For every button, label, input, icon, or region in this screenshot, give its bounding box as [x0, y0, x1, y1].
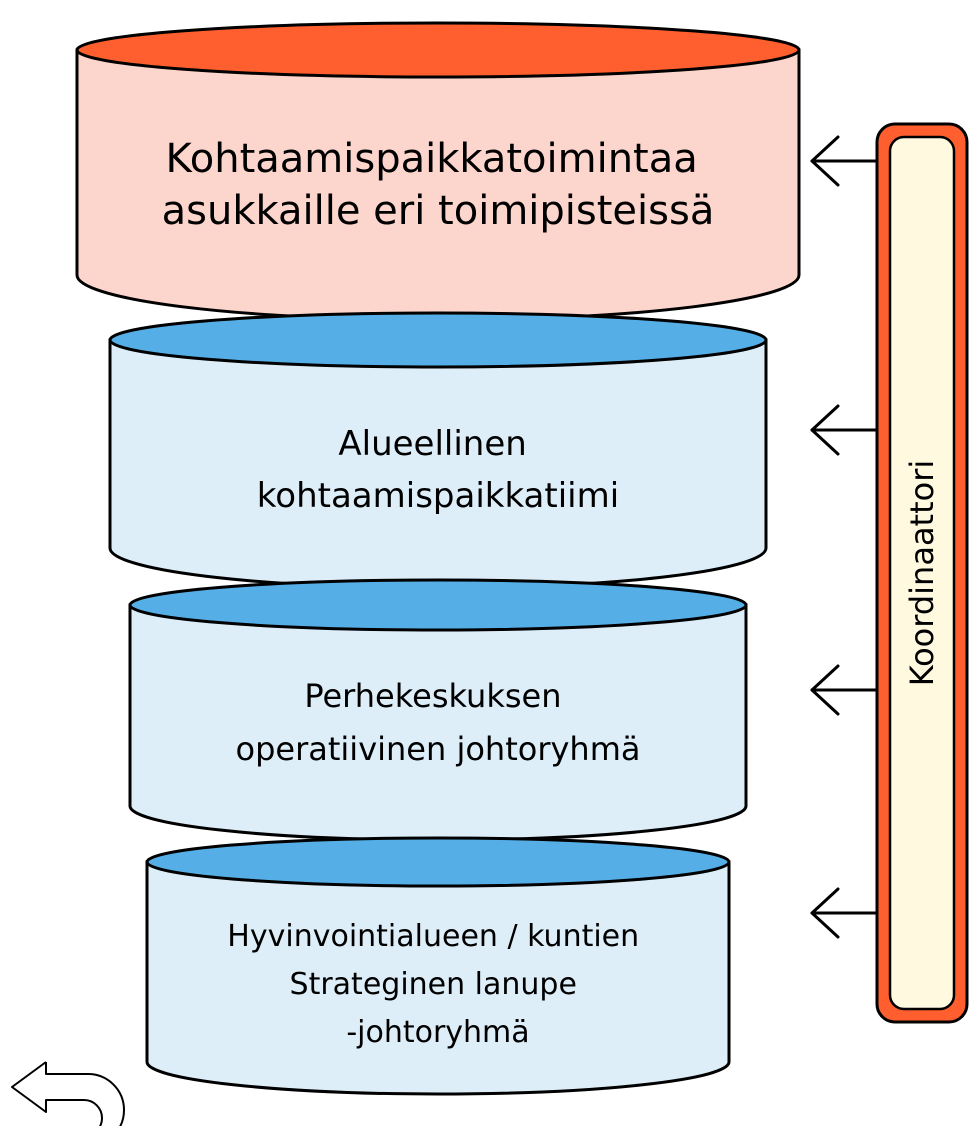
- coordinator-bar: Koordinaattori: [875, 122, 969, 1024]
- layer-1-line-2: asukkaille eri toimipisteissä: [162, 188, 715, 234]
- layer-2-top: [108, 311, 768, 369]
- arrows: [810, 135, 878, 939]
- layer-3-text: Perhekeskuksen operatiivinen johtoryhmä: [236, 677, 641, 768]
- layer-4-body: [145, 860, 731, 1096]
- coordinator-inner: [888, 135, 956, 1011]
- layer-4-line-1: Hyvinvointialueen / kuntien: [227, 919, 639, 954]
- arrow-to-layer-3: [810, 664, 878, 716]
- arrow-to-layer-4: [810, 887, 878, 939]
- arrow-to-layer-2: [810, 404, 878, 456]
- layer-2-body: [108, 338, 768, 590]
- layer-3-body: [128, 603, 748, 842]
- coordinator-label: Koordinaattori: [903, 460, 941, 687]
- layer-4-text: Hyvinvointialueen / kuntien Strateginen …: [227, 919, 648, 1050]
- layer-4-top: [145, 836, 731, 888]
- layer-2-cylinder: Alueellinen kohtaamispaikkatiimi: [108, 311, 768, 590]
- layer-2-text: Alueellinen kohtaamispaikkatiimi: [257, 424, 619, 516]
- return-arrow-icon[interactable]: [11, 1061, 125, 1126]
- layer-1-text: Kohtaamispaikkatoimintaa asukkaille eri …: [162, 136, 715, 234]
- layer-3-top: [128, 578, 748, 632]
- layer-1-cylinder: Kohtaamispaikkatoimintaa asukkaille eri …: [75, 21, 801, 322]
- layer-1-line-1: Kohtaamispaikkatoimintaa: [166, 136, 698, 182]
- layer-3-line-1: Perhekeskuksen: [304, 677, 561, 715]
- layer-2-line-2: kohtaamispaikkatiimi: [257, 476, 619, 516]
- layer-4-cylinder: Hyvinvointialueen / kuntien Strateginen …: [145, 836, 731, 1096]
- layer-1-top: [75, 21, 801, 79]
- layer-2-line-1: Alueellinen: [338, 424, 526, 464]
- layer-3-cylinder: Perhekeskuksen operatiivinen johtoryhmä: [128, 578, 748, 842]
- layer-4-line-2: Strateginen lanupe: [290, 967, 577, 1002]
- layer-4-line-3: -johtoryhmä: [346, 1015, 529, 1050]
- layer-3-line-2: operatiivinen johtoryhmä: [236, 730, 641, 768]
- arrow-to-layer-1: [810, 135, 878, 187]
- layer-1-body: [75, 48, 801, 322]
